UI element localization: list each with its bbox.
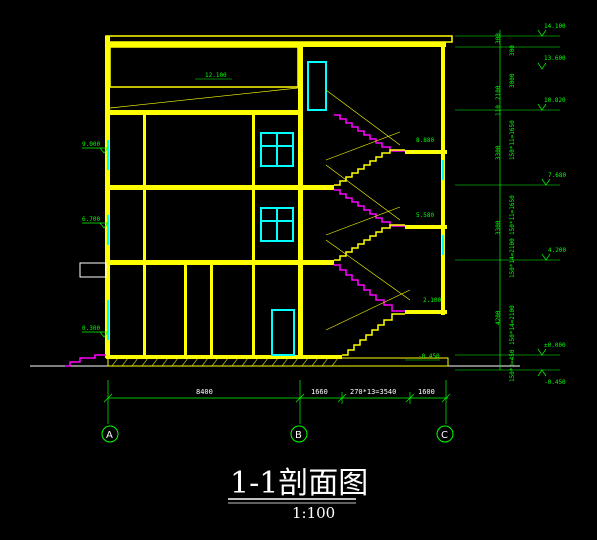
walls [105, 36, 445, 358]
stair-flights [65, 114, 405, 367]
right-elevations: 14.100 13.600 10.820 7.680 4.200 ±0.000 … [544, 23, 566, 386]
dim-1650-a: 150*11=1650 [509, 120, 516, 160]
label-5580: 5.580 [416, 212, 434, 219]
bottom-dimensions: 8400 1660 270*13=3540 1600 [196, 388, 435, 396]
column-1 [143, 115, 146, 358]
dim-300-b: 300 [509, 45, 516, 56]
label-minus-0450: -0.450 [418, 353, 440, 360]
handrails [325, 89, 411, 331]
elevation-13600: 13.600 [544, 55, 566, 62]
column-3 [210, 265, 213, 358]
dim-3000: 3000 [509, 73, 516, 88]
right-dimensions: 300 300 3000 2100 110 150*11=1650 3300 1… [495, 33, 516, 382]
dim-4200: 4200 [495, 310, 502, 325]
left-elevation-6700: 6.700 [82, 216, 100, 223]
wall-axis-c [441, 47, 445, 315]
roof-door [307, 61, 327, 111]
landing-1 [405, 150, 447, 154]
foundation-band [107, 357, 449, 367]
wall-axis-a [105, 36, 110, 358]
stair-flight-middle [334, 189, 405, 227]
elevation-14100: 14.100 [544, 23, 566, 30]
parapet [105, 35, 453, 43]
left-elevation-9000: 9.000 [82, 141, 100, 148]
dim-2100: 2100 [495, 85, 502, 100]
dim-270x13: 270*13=3540 [350, 388, 396, 396]
elevation-7680: 7.680 [548, 172, 566, 179]
floor-slabs [106, 42, 447, 359]
dim-450: 150*3=450 [509, 349, 516, 382]
slab-level-1 [106, 355, 342, 359]
elevation-10820: 10.820 [544, 97, 566, 104]
slab-level-3 [106, 185, 334, 190]
interior-labels: 12.100 8.880 5.580 2.100 -0.450 [195, 72, 441, 361]
stair-returns [334, 149, 405, 356]
roof-slope [109, 87, 299, 109]
dim-2100-b: 150*14=2100 [509, 305, 516, 345]
column-4 [252, 115, 255, 358]
entrance-canopy [79, 262, 107, 278]
stair-flight-upper [334, 114, 405, 152]
left-elevation-0300: 0.300 [82, 325, 100, 332]
axis-a-bubble [101, 425, 119, 443]
axis-a-label: A [106, 430, 113, 441]
label-12100: 12.100 [205, 72, 227, 79]
dim-300-a: 300 [495, 33, 502, 44]
axis-c-label: C [441, 430, 448, 441]
door-level-1 [271, 309, 295, 356]
elevation-4200: 4.200 [548, 247, 566, 254]
dim-1600: 1600 [418, 388, 435, 396]
slab-level-2 [106, 260, 334, 265]
elevation-minus-0450: -0.450 [544, 379, 566, 386]
dim-1650-b: 150*11=1650 [509, 195, 516, 235]
label-8880: 8.880 [416, 137, 434, 144]
windows [107, 61, 444, 356]
bottom-dim-ticks [103, 380, 451, 424]
top-storey-beam [109, 46, 299, 88]
axis-b-bubble [290, 425, 308, 443]
dim-3300-a: 3300 [495, 145, 502, 160]
dim-3300-b: 3300 [495, 220, 502, 235]
axis-c-bubble [436, 425, 454, 443]
slab-level-4 [106, 110, 302, 115]
dim-2100-a: 150*14=2100 [509, 238, 516, 278]
label-2100: 2.100 [423, 297, 441, 304]
axis-b-label: B [295, 430, 302, 441]
dim-110: 110 [495, 105, 502, 116]
stair-flight-lower [334, 264, 405, 312]
column-2 [184, 265, 187, 358]
column-axis-b [298, 47, 303, 358]
dim-1660: 1660 [311, 388, 328, 396]
dim-8400: 8400 [196, 388, 213, 396]
elevation-markers [537, 29, 551, 377]
elevation-0000: ±0.000 [544, 342, 566, 349]
axis-markers [101, 425, 454, 443]
drawing-title: 1-1剖面图 [230, 466, 368, 501]
roof-slab [106, 42, 446, 47]
left-elevations: 9.000 6.700 0.300 [82, 141, 109, 338]
drawing-scale: 1:100 [292, 504, 335, 522]
foundation-hatch [111, 357, 339, 367]
landing-2 [405, 225, 447, 229]
landing-3 [405, 310, 447, 314]
entrance-steps [65, 354, 106, 367]
